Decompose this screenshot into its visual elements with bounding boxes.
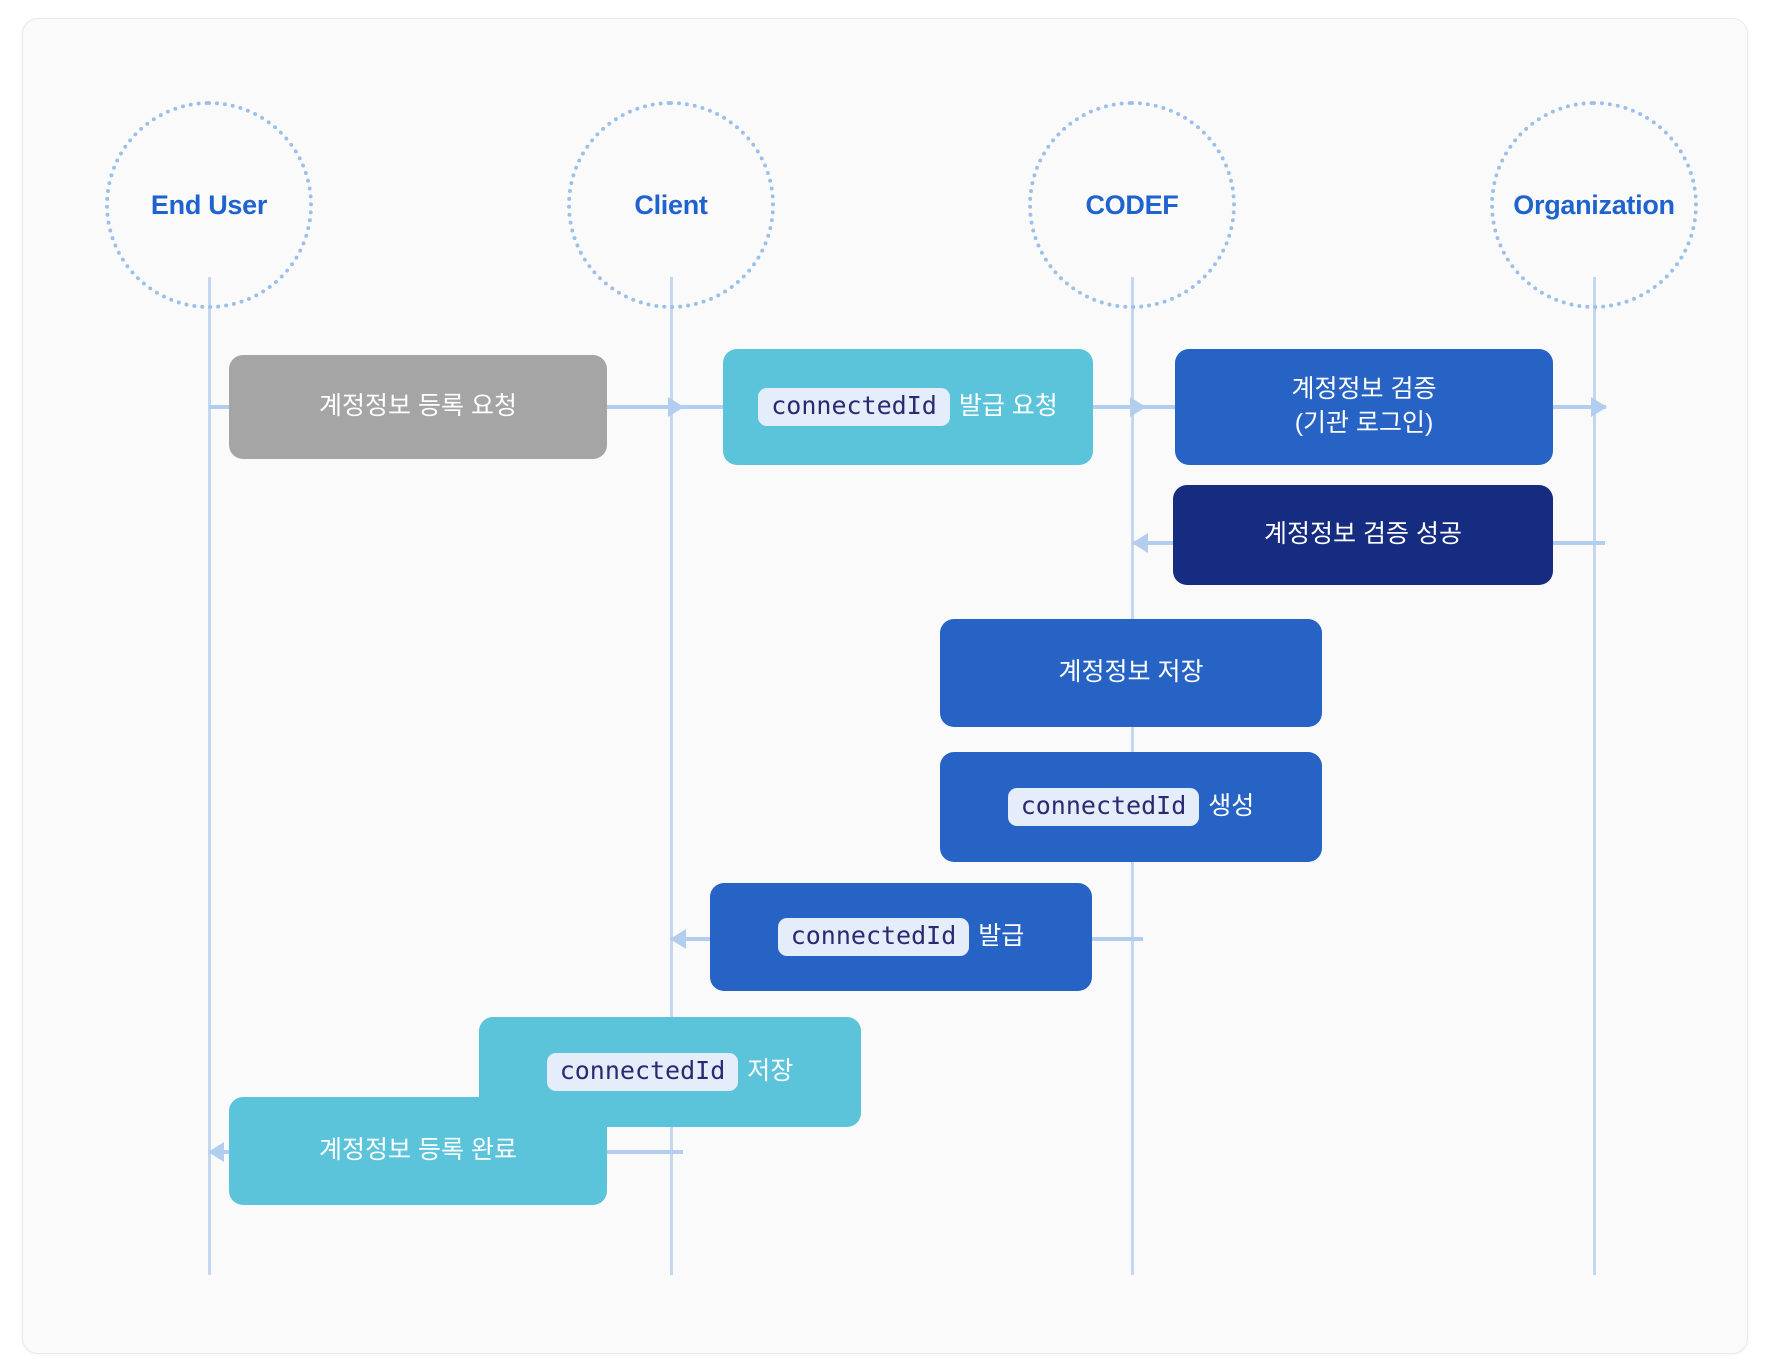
- lifeline-organization: [1593, 277, 1596, 1275]
- message-box-m9[interactable]: 계정정보 등록 완료: [229, 1097, 607, 1205]
- actor-label-client: Client: [634, 189, 708, 220]
- message-text-m4: 계정정보 검증 성공: [1264, 520, 1462, 549]
- arrowhead-left-icon: [670, 929, 686, 949]
- actor-label-end-user: End User: [150, 189, 268, 220]
- message-text-m2: 발급 요청: [958, 392, 1058, 421]
- actor-client[interactable]: Client: [567, 101, 775, 309]
- sequence-diagram: End User Client CODEF Organization 계정정보 …: [23, 19, 1747, 1353]
- actor-end-user[interactable]: End User: [105, 101, 313, 309]
- message-box-m6[interactable]: connectedId 생성: [940, 752, 1322, 862]
- lifeline-client: [670, 277, 673, 1275]
- message-box-m3[interactable]: 계정정보 검증 (기관 로그인): [1175, 349, 1553, 465]
- actor-label-organization: Organization: [1513, 189, 1675, 220]
- message-box-m2[interactable]: connectedId 발급 요청: [723, 349, 1093, 465]
- lifeline-end-user: [208, 277, 211, 1275]
- message-box-m7[interactable]: connectedId 발급: [710, 883, 1092, 991]
- actor-codef[interactable]: CODEF: [1028, 101, 1236, 309]
- message-text-m6: 생성: [1208, 792, 1255, 821]
- diagram-card: End User Client CODEF Organization 계정정보 …: [22, 18, 1748, 1354]
- message-text-m9: 계정정보 등록 완료: [319, 1136, 517, 1165]
- actor-organization[interactable]: Organization: [1490, 101, 1698, 309]
- message-text-m7: 발급: [978, 922, 1025, 951]
- message-text-m3: 계정정보 검증 (기관 로그인): [1291, 375, 1437, 437]
- message-box-m4[interactable]: 계정정보 검증 성공: [1173, 485, 1553, 585]
- arrowhead-left-icon: [1132, 533, 1148, 553]
- message-box-m5[interactable]: 계정정보 저장: [940, 619, 1322, 727]
- message-text-m8: 저장: [747, 1057, 794, 1086]
- message-text-m1: 계정정보 등록 요청: [319, 392, 517, 421]
- code-chip-m7: connectedId: [777, 917, 970, 957]
- message-text-m5: 계정정보 저장: [1058, 658, 1204, 687]
- message-box-m1[interactable]: 계정정보 등록 요청: [229, 355, 607, 459]
- message-box-m8[interactable]: connectedId 저장: [479, 1017, 861, 1127]
- code-chip-m8: connectedId: [546, 1052, 739, 1092]
- code-chip-m6: connectedId: [1007, 787, 1200, 827]
- code-chip-m2: connectedId: [758, 387, 950, 427]
- arrowhead-right-icon: [1591, 397, 1607, 417]
- actor-label-codef: CODEF: [1085, 189, 1179, 220]
- arrowhead-left-icon: [208, 1142, 224, 1162]
